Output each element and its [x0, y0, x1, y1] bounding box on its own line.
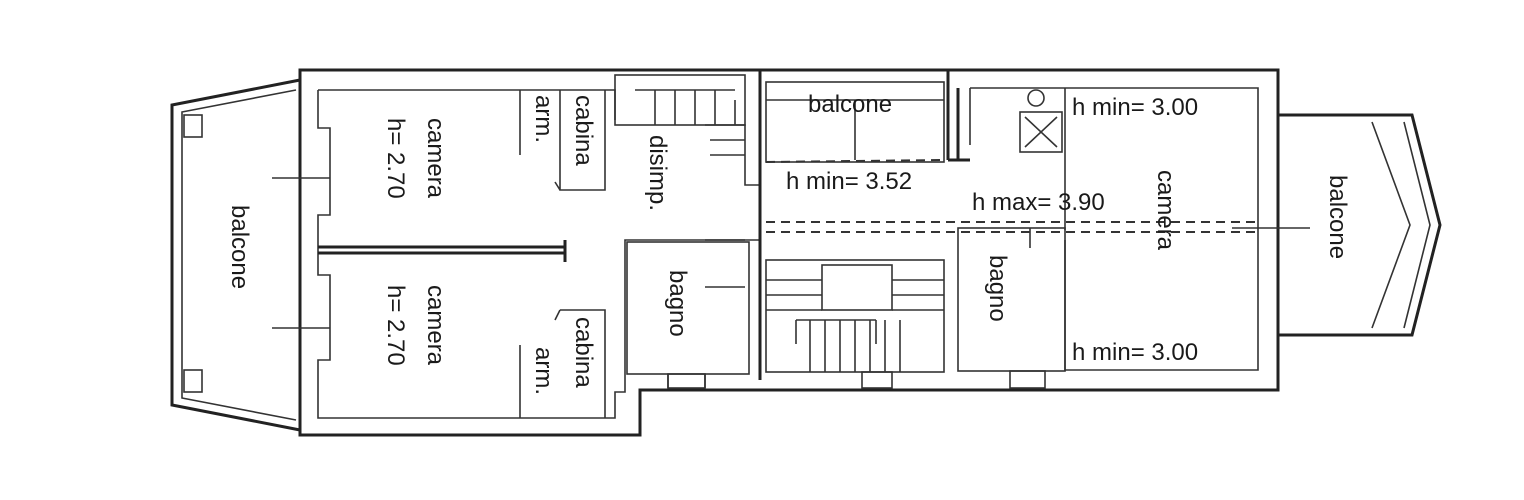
stove-icon [1019, 111, 1063, 153]
cabina-top-walls [519, 90, 606, 191]
label-bagno-left: bagno [664, 270, 691, 337]
balcony-pillar [183, 369, 203, 393]
label-h-min-300-bottom: h min= 3.00 [1072, 339, 1198, 366]
label-camera-bottom: camera [422, 285, 449, 366]
label-arm-top: arm. [530, 95, 557, 143]
label-cabina-bottom: cabina [570, 317, 597, 388]
label-camera-right: camera [1152, 170, 1179, 251]
walls [170, 68, 1442, 437]
building-outline [298, 68, 1280, 437]
balcony-pillar [183, 114, 203, 138]
label-h-min-352: h min= 3.52 [786, 168, 912, 195]
label-camera-top: camera [422, 118, 449, 199]
label-camera-bottom-height: h= 2.70 [382, 285, 409, 366]
label-balcone-left: balcone [226, 205, 253, 289]
dashed-line [766, 221, 1255, 233]
label-bagno-right: bagno [984, 255, 1011, 322]
label-balcone-top: balcone [808, 91, 892, 118]
label-h-max-390: h max= 3.90 [972, 189, 1105, 216]
sink-icon [1027, 89, 1045, 107]
dividing-wall [318, 240, 567, 262]
label-h-min-300-top: h min= 3.00 [1072, 94, 1198, 121]
label-disimp: disimp. [644, 135, 671, 211]
balcone-top-area [765, 81, 945, 163]
label-camera-top-height: h= 2.70 [382, 118, 409, 199]
left-balcony-outline [170, 78, 301, 432]
label-balcone-right: balcone [1324, 175, 1351, 259]
labels: balcone camera h= 2.70 camera h= 2.70 ca… [226, 91, 1351, 395]
stair-small [614, 74, 746, 126]
cabina-bottom-walls [519, 309, 606, 418]
label-cabina-top: cabina [570, 95, 597, 166]
right-balcony-outline [1278, 113, 1442, 337]
label-arm-bottom: arm. [530, 347, 557, 395]
